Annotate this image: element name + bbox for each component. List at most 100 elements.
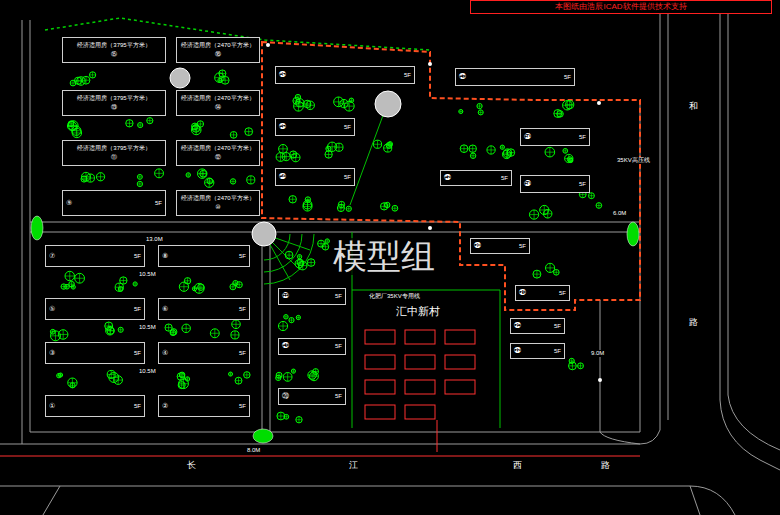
tree-symbol — [114, 376, 123, 385]
tree-symbol — [500, 145, 504, 149]
tree-symbol — [344, 101, 354, 111]
tree-symbol — [500, 145, 504, 149]
tree-symbol — [325, 239, 329, 243]
floor-count: 5F — [404, 72, 411, 79]
building-number: ⑦ — [49, 252, 55, 260]
tree-symbol — [289, 196, 296, 203]
tree-symbol — [279, 144, 288, 153]
tree-symbol — [503, 149, 512, 158]
tree-symbol — [77, 77, 86, 86]
tree-symbol — [137, 174, 142, 179]
tree-symbol — [86, 174, 94, 182]
tree-symbol — [289, 196, 296, 203]
floor-count: 5F — [554, 323, 561, 330]
tree-symbol — [115, 283, 123, 291]
tree-symbol — [334, 97, 344, 107]
building-block: ⑥5F — [158, 298, 250, 320]
tree-symbol — [283, 373, 292, 382]
tree-symbol — [182, 324, 191, 333]
tree-symbol — [349, 98, 353, 102]
tree-symbol — [215, 73, 225, 83]
building-number: ㉜ — [514, 322, 521, 330]
tree-symbol — [386, 142, 392, 148]
road-name: 和 — [688, 102, 699, 112]
road-name: 路 — [600, 461, 611, 471]
tree-symbol — [284, 414, 289, 419]
round-plazas — [170, 68, 401, 246]
tree-symbol — [477, 103, 482, 108]
building-block: ②5F — [158, 395, 250, 417]
tree-symbol — [109, 372, 119, 382]
floor-count: 5F — [344, 124, 351, 131]
tree-symbol — [194, 283, 204, 293]
dimension: 9.0M — [590, 350, 605, 357]
tree-symbol — [68, 378, 77, 387]
floor-count: 5F — [134, 350, 141, 357]
building-number: ⑭ — [215, 104, 221, 111]
tree-symbol — [184, 278, 190, 284]
tree-symbol — [221, 76, 229, 84]
tree-symbol — [567, 157, 572, 162]
tree-symbol — [296, 99, 304, 107]
tree-symbol — [284, 315, 288, 319]
tree-symbol — [96, 173, 104, 181]
tree-symbol — [533, 270, 541, 278]
building-name: 经济适用房（2470平方米） — [181, 42, 254, 49]
tree-symbol — [545, 147, 555, 157]
building-block: 经济适用房（2470平方米）⑫ — [176, 140, 260, 166]
tree-symbol — [289, 318, 294, 323]
tree-symbol — [337, 204, 344, 211]
floor-count: 5F — [564, 74, 571, 81]
building-block: ㉒5F — [278, 288, 346, 305]
tree-symbol — [205, 178, 214, 187]
tree-symbol — [334, 97, 344, 107]
tree-symbol — [487, 146, 495, 154]
dimension: 10.5M — [138, 368, 157, 375]
building-block: ④5F — [158, 342, 250, 364]
tree-symbol — [373, 140, 381, 148]
building-number: ⑩ — [215, 204, 220, 211]
building-number: ⑯ — [215, 51, 221, 58]
tree-symbol — [70, 383, 75, 388]
building-number: ⑨ — [66, 199, 72, 207]
tree-symbol — [487, 146, 495, 154]
tree-symbol — [75, 273, 85, 283]
building-block: ①5F — [45, 395, 145, 417]
tree-symbol — [197, 169, 207, 179]
tree-symbol — [507, 149, 515, 157]
tree-symbol — [89, 72, 95, 78]
tree-symbol — [293, 97, 300, 104]
floor-count: 5F — [559, 290, 566, 297]
tree-symbol — [184, 278, 190, 284]
building-number: ④ — [162, 349, 168, 357]
tree-symbol — [285, 251, 293, 259]
tree-symbol — [305, 197, 310, 202]
tree-symbol — [72, 126, 81, 135]
building-name: 经济适用房（2470平方米） — [181, 95, 254, 102]
building-number: ㉕ — [279, 123, 286, 131]
tree-symbol — [284, 315, 288, 319]
tree-symbol — [68, 378, 77, 387]
tree-symbol — [565, 154, 573, 162]
building-number: ㉝ — [514, 347, 521, 355]
tree-symbol — [205, 178, 214, 187]
tree-symbol — [578, 363, 584, 369]
building-number: ⑳ — [282, 392, 289, 400]
tree-symbol — [138, 122, 143, 127]
building-name: 经济适用房（2470平方米） — [181, 145, 254, 152]
tree-symbol — [179, 372, 185, 378]
road-name: 路 — [688, 318, 699, 328]
tree-symbol — [231, 331, 239, 339]
tree-symbol — [82, 76, 90, 84]
tree-symbol — [192, 287, 196, 291]
tree-symbol — [477, 103, 482, 108]
tree-symbol — [179, 282, 188, 291]
tree-symbol — [230, 179, 235, 184]
tree-symbol — [137, 181, 142, 186]
tree-symbol — [338, 201, 344, 207]
floor-count: 5F — [501, 175, 508, 182]
tree-symbol — [70, 383, 75, 388]
tree-symbol — [566, 101, 574, 109]
tree-symbol — [295, 260, 303, 268]
